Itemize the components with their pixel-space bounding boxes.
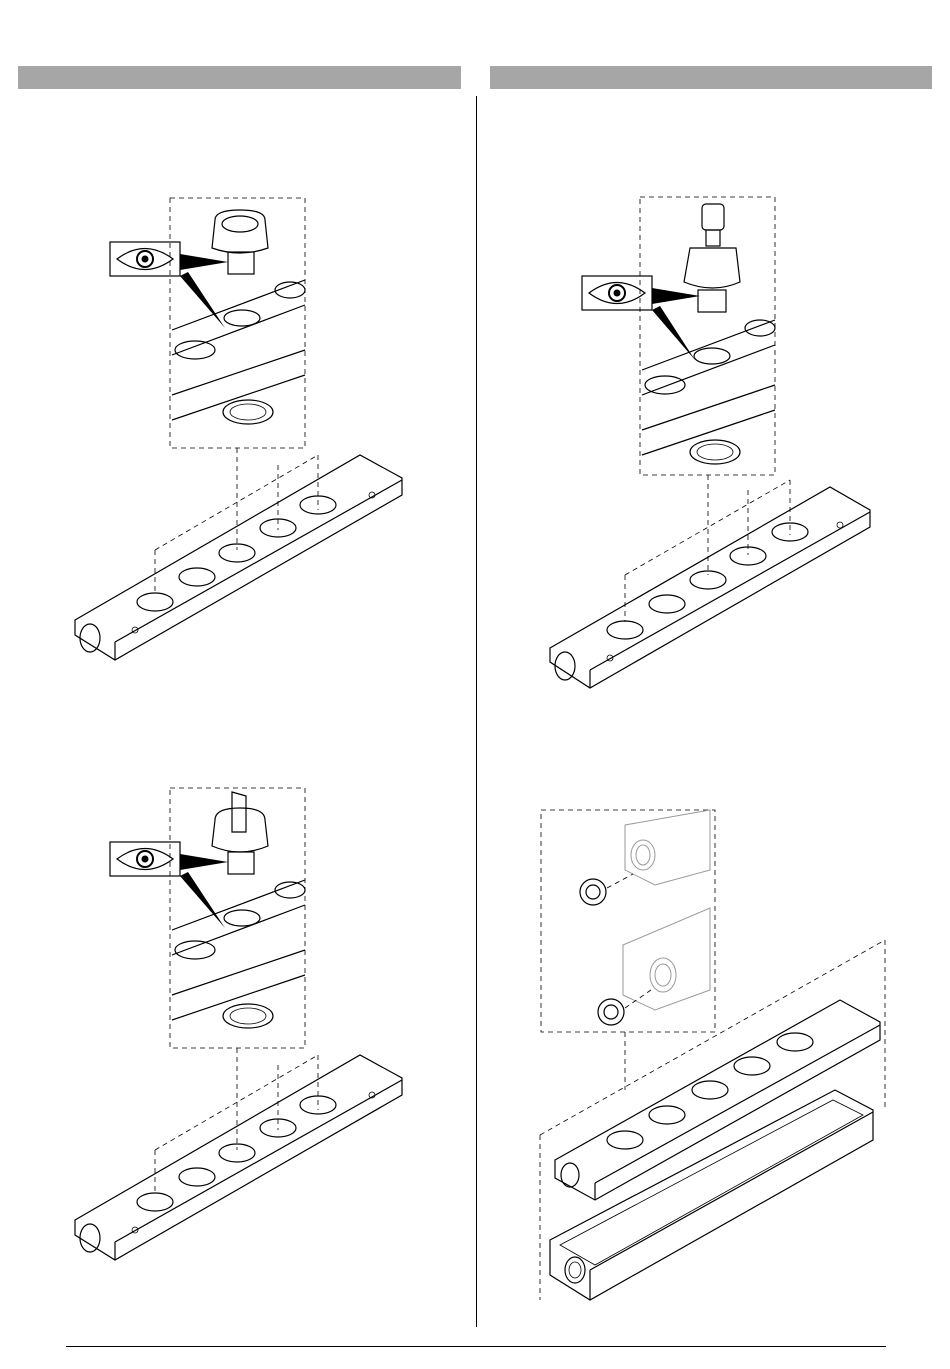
terminal-rail [550,487,870,688]
terminal-rail [75,455,402,660]
detail-dashed-frame [170,788,305,1048]
end-cap-top-detail [580,810,710,905]
column-divider [476,96,477,1327]
figure-enclosure-assembly [535,800,895,1310]
figure-selector-switch [60,780,420,1270]
rail-detail [642,320,775,464]
left-section-header-bar [18,66,461,89]
terminal-rail [75,1055,402,1260]
enclosure-lid [555,1000,880,1200]
right-section-header-bar [490,66,932,89]
figure-mushroom-pushbutton [60,190,420,670]
detail-dashed-frame [541,810,715,1032]
end-cap-bottom-detail [598,908,710,1025]
eye-icon [582,276,700,360]
rail-detail [172,880,305,1028]
rail-detail [172,280,305,424]
enclosure-base [550,1090,873,1300]
footer-rule [66,1346,886,1347]
mushroom-button-head [212,210,268,274]
figure-key-switch [540,190,900,700]
